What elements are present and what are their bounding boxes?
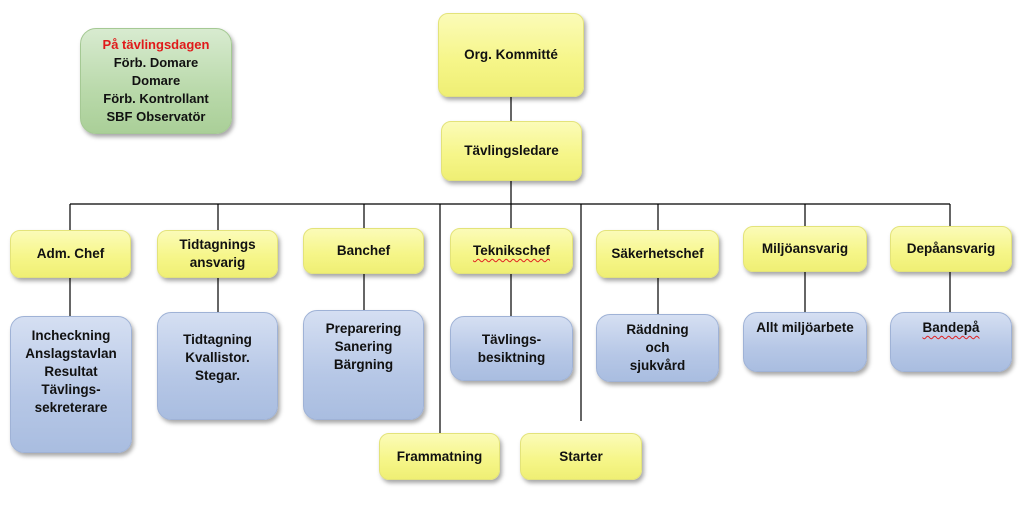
chief-technical-box: Teknikschef xyxy=(450,228,573,274)
task-item: sjukvård xyxy=(629,358,686,373)
committee-label: Org. Kommitté xyxy=(464,47,558,62)
marshalling-box: Frammatning xyxy=(379,433,500,480)
chief-label: Säkerhetschef xyxy=(611,246,704,261)
chief-depot-box: Depåansvarig xyxy=(890,226,1012,272)
chief-label: ansvarig xyxy=(189,255,246,270)
official-item: Domare xyxy=(131,73,181,88)
task-item: Bärgning xyxy=(333,357,394,372)
chief-track-box: Banchef xyxy=(303,228,424,274)
task-environment-box: Allt miljöarbete xyxy=(743,312,867,372)
race-day-heading: På tävlingsdagen xyxy=(102,37,210,52)
task-item: Preparering xyxy=(325,321,402,336)
chief-label: Depåansvarig xyxy=(906,241,996,256)
task-track-box: Preparering Sanering Bärgning xyxy=(303,310,424,420)
task-item: Incheckning xyxy=(31,328,111,343)
task-item: Tävlings- xyxy=(41,382,101,397)
task-item: Allt miljöarbete xyxy=(756,320,854,335)
race-director-box: Tävlingsledare xyxy=(441,121,582,181)
race-director-label: Tävlingsledare xyxy=(464,143,559,158)
starter-box: Starter xyxy=(520,433,642,480)
task-item: Anslagstavlan xyxy=(25,346,117,361)
task-technical-box: Tävlings- besiktning xyxy=(450,316,573,381)
task-item: och xyxy=(645,340,670,355)
task-item: Resultat xyxy=(44,364,98,379)
official-item: Förb. Domare xyxy=(113,55,199,70)
task-depot-box: Bandepå xyxy=(890,312,1012,372)
official-item: SBF Observatör xyxy=(106,109,206,124)
task-item: Bandepå xyxy=(922,320,980,335)
committee-box: Org. Kommitté xyxy=(438,13,584,97)
starter-label: Starter xyxy=(559,448,603,464)
race-day-officials-box: På tävlingsdagen Förb. Domare Domare För… xyxy=(80,28,232,134)
task-item: Tidtagning xyxy=(183,332,252,347)
task-safety-box: Räddning och sjukvård xyxy=(596,314,719,382)
chief-environment-box: Miljöansvarig xyxy=(743,226,867,272)
chief-label: Teknikschef xyxy=(472,243,551,258)
chief-timing-box: Tidtagnings ansvarig xyxy=(157,230,278,278)
task-admin-box: Incheckning Anslagstavlan Resultat Tävli… xyxy=(10,316,132,453)
chief-label: Tidtagnings xyxy=(179,237,256,252)
official-item: Förb. Kontrollant xyxy=(103,91,209,106)
task-item: Räddning xyxy=(626,322,689,337)
chief-label: Banchef xyxy=(336,243,391,258)
chief-admin-box: Adm. Chef xyxy=(10,230,131,278)
task-item: Kvallistor. xyxy=(185,350,250,365)
chief-label: Adm. Chef xyxy=(36,246,105,261)
task-item: Sanering xyxy=(334,339,393,354)
task-item: besiktning xyxy=(477,349,546,365)
task-item: sekreterare xyxy=(34,400,108,415)
task-item: Stegar. xyxy=(194,368,241,383)
task-item: Tävlings- xyxy=(481,331,542,347)
task-timing-box: Tidtagning Kvallistor. Stegar. xyxy=(157,312,278,420)
marshalling-label: Frammatning xyxy=(396,448,483,464)
chief-safety-box: Säkerhetschef xyxy=(596,230,719,278)
chief-label: Miljöansvarig xyxy=(761,241,849,256)
